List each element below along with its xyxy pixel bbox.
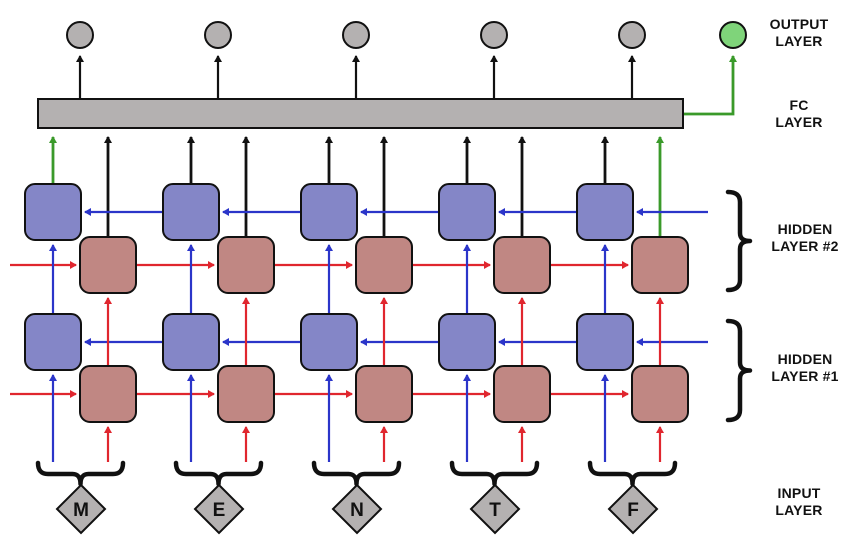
hidden-layer-2-label: HIDDEN LAYER #2 <box>760 221 850 255</box>
forward-cell-hidden1 <box>493 365 551 423</box>
fc-layer-label-line2: LAYER <box>775 114 823 130</box>
backward-cell-hidden2 <box>24 183 82 241</box>
input-token-diamond <box>331 483 383 535</box>
input-layer-label-line2: LAYER <box>775 502 823 518</box>
input-token-letter: N <box>350 500 364 521</box>
input-token-letter: E <box>213 500 226 521</box>
input-token-letter: M <box>73 500 89 521</box>
backward-cell-hidden2 <box>300 183 358 241</box>
output-node <box>342 21 370 49</box>
output-layer-label: OUTPUT LAYER <box>760 16 838 50</box>
forward-cell-hidden1 <box>217 365 275 423</box>
input-token-diamond <box>607 483 659 535</box>
input-layer-label: INPUT LAYER <box>760 485 838 519</box>
input-token-letter: T <box>489 500 501 521</box>
forward-cell-hidden1 <box>355 365 413 423</box>
output-node <box>618 21 646 49</box>
fc-layer-bar <box>37 98 684 129</box>
hidden-layer-1-brace <box>725 318 753 423</box>
output-node <box>66 21 94 49</box>
forward-cell-hidden1 <box>79 365 137 423</box>
backward-cell-hidden1 <box>438 313 496 371</box>
hidden-layer-1-label-line1: HIDDEN <box>777 351 833 367</box>
fc-layer-label-line1: FC <box>789 97 809 113</box>
hidden-layer-1-label: HIDDEN LAYER #1 <box>760 351 850 385</box>
backward-cell-hidden1 <box>576 313 634 371</box>
backward-cell-hidden1 <box>162 313 220 371</box>
fc-layer-label: FC LAYER <box>760 97 838 131</box>
input-brace <box>449 460 540 487</box>
forward-cell-hidden2 <box>493 236 551 294</box>
hidden-layer-2-label-line2: LAYER #2 <box>771 238 839 254</box>
backward-cell-hidden1 <box>300 313 358 371</box>
output-node <box>204 21 232 49</box>
input-brace <box>35 460 126 487</box>
output-layer-label-line1: OUTPUT <box>769 16 829 32</box>
forward-cell-hidden2 <box>79 236 137 294</box>
hidden-layer-1-label-line2: LAYER #1 <box>771 368 839 384</box>
hidden-layer-2-label-line1: HIDDEN <box>777 221 833 237</box>
input-brace <box>173 460 264 487</box>
hidden-layer-2-brace <box>725 189 753 293</box>
input-layer-label-line1: INPUT <box>777 485 821 501</box>
output-layer-label-line2: LAYER <box>775 33 823 49</box>
input-token-letter: F <box>627 500 639 521</box>
forward-cell-hidden2 <box>217 236 275 294</box>
backward-cell-hidden2 <box>576 183 634 241</box>
forward-cell-hidden2 <box>631 236 689 294</box>
input-token-diamond <box>193 483 245 535</box>
forward-cell-hidden2 <box>355 236 413 294</box>
input-token-diamond <box>469 483 521 535</box>
backward-cell-hidden2 <box>438 183 496 241</box>
forward-cell-hidden1 <box>631 365 689 423</box>
input-brace <box>587 460 678 487</box>
final-output-node <box>719 21 747 49</box>
fc-to-final-output-arrow <box>684 55 737 116</box>
backward-cell-hidden1 <box>24 313 82 371</box>
input-brace <box>311 460 402 487</box>
input-token-diamond <box>55 483 107 535</box>
backward-cell-hidden2 <box>162 183 220 241</box>
output-node <box>480 21 508 49</box>
